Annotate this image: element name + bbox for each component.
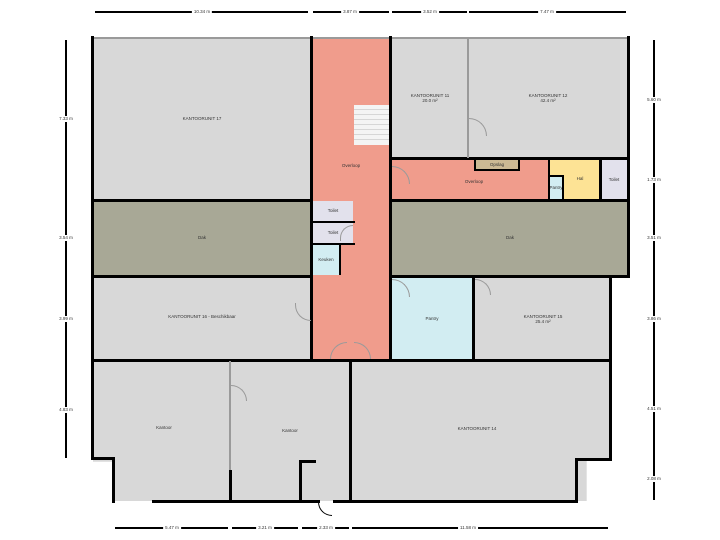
dimension-label: 2.33 m [317,525,335,531]
room-label: KANTOORUNIT 15 [523,314,563,319]
wall [91,457,115,460]
dimension-label: 3.52 m [421,9,439,15]
wall [112,457,115,503]
wall-thin [229,361,231,473]
room-area: 25.4 m² [535,319,551,324]
dimension-label: 3.51 m [645,235,663,241]
dimension-label: 1.73 m [645,177,663,183]
wall-thin [467,38,469,158]
wall [575,458,578,503]
wall [472,277,475,361]
room-label: Dak [505,235,515,240]
window [94,37,310,39]
wall [548,175,564,177]
wall [93,275,313,278]
dimension-label: 3.21 m [256,525,274,531]
wall [333,500,578,503]
room-label-hal: Hal [576,176,584,181]
room-kantoorunit-17[interactable]: KANTOORUNIT 17 [93,38,311,200]
dimension-label: 2.08 m [645,476,663,482]
room-overloop-east[interactable]: Overloop [392,160,548,200]
staircase [354,105,389,145]
room-label: Pantry [549,185,563,190]
wall [562,175,564,201]
room-label: Dak [197,235,207,240]
room-area: 20.0 m² [422,98,438,103]
room-kantoor-2[interactable]: Kantoor [231,361,349,501]
room-toilet-east[interactable]: Toilet [602,160,627,200]
room-keuken[interactable]: Keuken [313,245,340,275]
dimension-label: 3.99 m [57,316,75,322]
room-kantoorunit-11[interactable]: KANTOORUNIT 11 20.0 m² [392,38,468,158]
wall [299,460,316,463]
room-kantoor-1[interactable] [93,361,230,501]
dimension-line [352,527,608,529]
dimension-label: 4.51 m [645,406,663,412]
room-label: Toilet [608,177,620,182]
dimension-label: 5.60 m [645,97,663,103]
dimension-label: 4.83 m [57,407,75,413]
room-opslag[interactable]: Opslag [474,160,520,171]
wall [229,470,232,503]
room-label: Toilet [327,230,339,235]
wall [627,36,630,278]
room-kantoorunit-14[interactable]: KANTOORUNIT 14 [351,361,610,501]
window [392,37,627,39]
room-label: KANTOORUNIT 11 [410,93,450,98]
room-label: Toilet [327,208,339,213]
room-label-kantoor-1: Kantoor [156,425,172,430]
wall [313,221,355,223]
room-label: Overloop [341,163,361,168]
wall [152,500,320,503]
window [313,37,389,39]
dimension-label: 5.47 m [163,525,181,531]
dimension-label: 3.87 m [341,9,359,15]
dimension-label: 10.34 m [191,9,213,15]
dimension-label: 7.33 m [57,116,75,122]
room-label: Overloop [464,179,484,184]
room-dak-west[interactable]: Dak [93,202,311,275]
room-label: Pantry [425,316,439,321]
wall [392,275,612,278]
room-kantoorunit-12[interactable]: KANTOORUNIT 12 42.4 m² [469,38,627,158]
wall [548,158,550,202]
door[interactable] [340,225,353,241]
wall [575,458,612,461]
wall [349,359,352,503]
room-label: Keuken [318,257,334,262]
wall [313,243,355,245]
wall [609,275,612,461]
dimension-label: 11.58 m [458,525,478,531]
wall [299,460,302,502]
dimension-line [653,40,655,500]
dimension-label: 3.54 m [57,235,75,241]
room-area: 42.4 m² [540,98,556,103]
room-dak-east[interactable]: Dak [392,202,627,275]
room-label: KANTOORUNIT 14 [457,426,497,431]
dimension-label: 3.86 m [645,316,663,322]
wall [609,275,630,278]
room-pantry-small[interactable]: Pantry [549,177,563,200]
room-label: KANTOORUNIT 16 - Beschikbaar [168,314,236,319]
room-label: Opslag [489,162,505,167]
dimension-line [65,40,67,458]
room-label: Kantoor [282,428,298,433]
room-label: KANTOORUNIT 12 [528,93,568,98]
room-kantoorunit-15[interactable]: KANTOORUNIT 15 25.4 m² [475,277,610,359]
dimension-label: 7.47 m [538,9,556,15]
room-kantoorunit-16[interactable]: KANTOORUNIT 16 - Beschikbaar [93,277,311,359]
wall [91,36,94,460]
wall [392,199,628,202]
wall [389,36,392,362]
room-overloop-main[interactable]: Overloop [313,38,390,361]
room-toilet-1[interactable]: Toilet [313,201,353,221]
wall [599,158,602,202]
wall [392,157,628,160]
wall [339,243,341,275]
door[interactable] [318,502,332,516]
room-label: KANTOORUNIT 17 [182,116,222,121]
wall [93,199,313,202]
